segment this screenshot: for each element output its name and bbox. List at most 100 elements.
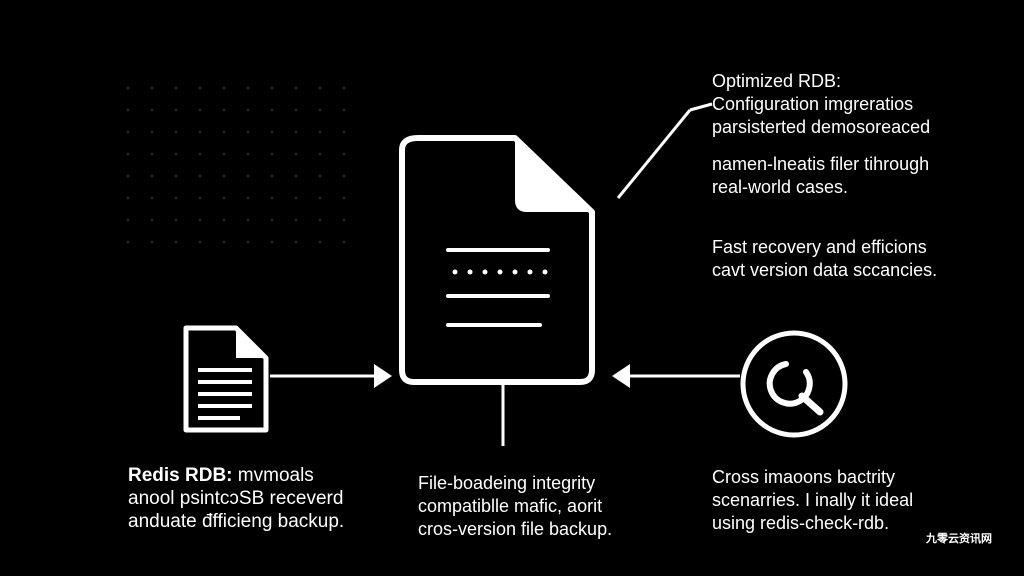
grid-dot (294, 130, 298, 134)
grid-dot (174, 218, 178, 222)
search-icon-ring (740, 330, 848, 438)
grid-dot (198, 152, 202, 156)
grid-dot (150, 196, 154, 200)
grid-dot (246, 152, 250, 156)
grid-dot (174, 108, 178, 112)
grid-dot (174, 196, 178, 200)
left-document-icon (183, 325, 269, 433)
grid-dot (318, 130, 322, 134)
grid-dot (222, 86, 226, 90)
grid-dot (342, 130, 346, 134)
right-caption-line-3: using redis-check-rdb. (712, 513, 890, 533)
grid-dot (150, 86, 154, 90)
right-caption-line-2: scenarries. I inally it ideal (712, 490, 914, 510)
grid-dot (318, 218, 322, 222)
top-right-line-2: parsisterted demosoreaced (712, 117, 931, 137)
grid-dot (198, 218, 202, 222)
grid-dot (126, 130, 130, 134)
mid-right-text-block: Fast recovery and efficions cavt version… (712, 236, 937, 282)
grid-dot (198, 174, 202, 178)
grid-dot (294, 240, 298, 244)
right-arrow (612, 364, 740, 388)
grid-dot (270, 108, 274, 112)
grid-dot (294, 218, 298, 222)
grid-dot (342, 218, 346, 222)
grid-dot (270, 152, 274, 156)
grid-dot (126, 218, 130, 222)
grid-dot (246, 130, 250, 134)
right-caption: Cross imaoons bactrity scenarries. I ina… (712, 466, 913, 535)
grid-dot (342, 174, 346, 178)
grid-dot (342, 108, 346, 112)
grid-dot (126, 152, 130, 156)
grid-dot (294, 86, 298, 90)
grid-dot (270, 218, 274, 222)
top-right-line-1: Configuration imgreratios (712, 94, 914, 114)
grid-dot (174, 86, 178, 90)
grid-dot (198, 240, 202, 244)
grid-dot (294, 174, 298, 178)
grid-dot (270, 174, 274, 178)
grid-dot (318, 86, 322, 90)
grid-dot (150, 130, 154, 134)
grid-dot (126, 196, 130, 200)
center-caption: File-boadeing integrity compatiblle mafi… (418, 472, 612, 541)
grid-dot (318, 174, 322, 178)
grid-dot (318, 240, 322, 244)
top-right-text-block: Optimized RDB: Configuration imgreratios… (712, 70, 930, 199)
grid-dot (270, 130, 274, 134)
grid-dot (222, 196, 226, 200)
left-caption-line-2: anool psintcɔSB receverd (128, 488, 344, 509)
center-caption-line-2: compatiblle mafic, aorit (418, 496, 603, 516)
top-right-line-4: real-world cases. (712, 177, 849, 197)
grid-dot (342, 196, 346, 200)
search-icon-lens (766, 361, 813, 407)
grid-dot (222, 108, 226, 112)
grid-dot (150, 152, 154, 156)
grid-dot (270, 86, 274, 90)
mid-right-line-2: cavt version data sccancies. (712, 260, 938, 280)
grid-dot (294, 152, 298, 156)
grid-dot (150, 218, 154, 222)
center-caption-line-1: File-boadeing integrity (418, 473, 596, 493)
document-outline (399, 135, 595, 385)
mid-right-line-1: Fast recovery and efficions (712, 237, 927, 257)
document-fold (515, 140, 590, 212)
left-caption-heading-rest: mvmoals (232, 465, 314, 486)
grid-dot (198, 86, 202, 90)
left-document-outline (183, 325, 269, 433)
grid-dot (126, 108, 130, 112)
grid-dot (174, 174, 178, 178)
grid-dot (318, 196, 322, 200)
grid-dot (222, 218, 226, 222)
grid-dot (198, 196, 202, 200)
grid-dot (174, 152, 178, 156)
grid-dot (246, 240, 250, 244)
grid-dot (126, 174, 130, 178)
left-caption: Redis RDB: mvmoals anool psintcɔSB recev… (128, 464, 344, 533)
top-right-title: Optimized RDB: (712, 71, 842, 91)
right-caption-line-1: Cross imaoons bactrity (712, 467, 896, 487)
left-arrow (270, 364, 392, 388)
grid-dot (246, 174, 250, 178)
watermark: 九零云资讯网 (926, 533, 992, 545)
grid-dot (270, 196, 274, 200)
search-icon-handle (798, 392, 824, 416)
grid-dot (174, 130, 178, 134)
grid-dot (294, 196, 298, 200)
grid-dot (246, 86, 250, 90)
top-right-leader (616, 102, 713, 199)
grid-dot (222, 174, 226, 178)
grid-dot (342, 240, 346, 244)
grid-dot (342, 152, 346, 156)
grid-dot (150, 108, 154, 112)
grid-dot (222, 240, 226, 244)
grid-dot (174, 240, 178, 244)
center-caption-line-3: cros-version file backup. (418, 519, 613, 539)
grid-dot (270, 240, 274, 244)
grid-dot (294, 108, 298, 112)
grid-dot (222, 152, 226, 156)
grid-dot (150, 174, 154, 178)
grid-dot (342, 86, 346, 90)
